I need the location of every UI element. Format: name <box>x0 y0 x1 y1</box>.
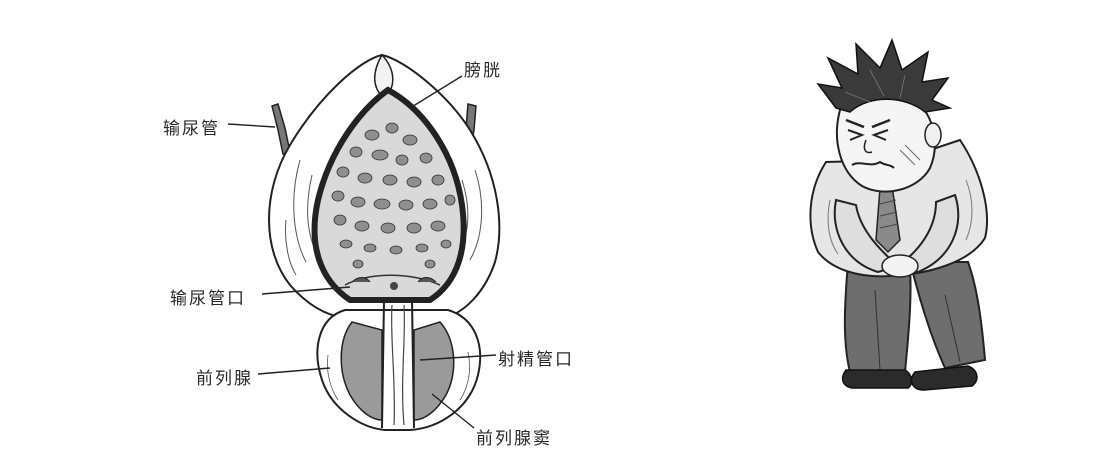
leader-lines <box>227 75 497 429</box>
trousers <box>843 260 987 373</box>
mucosa-pattern <box>331 122 456 269</box>
left-shoe <box>841 369 913 389</box>
label-prostatic-sinus: 前列腺窦 <box>476 429 552 449</box>
right-arm <box>895 193 960 274</box>
label-ureteral-orifice: 输尿管口 <box>170 289 246 309</box>
label-prostate: 前列腺 <box>196 369 253 389</box>
urethra <box>381 299 415 429</box>
right-shoe <box>910 365 978 391</box>
hands <box>881 254 919 278</box>
label-ureter: 输尿管 <box>163 119 220 139</box>
trigone <box>344 274 441 290</box>
left-arm <box>833 198 901 274</box>
label-bladder: 膀胱 <box>464 61 502 81</box>
label-ejaculatory-duct: 射精管口 <box>498 350 574 370</box>
